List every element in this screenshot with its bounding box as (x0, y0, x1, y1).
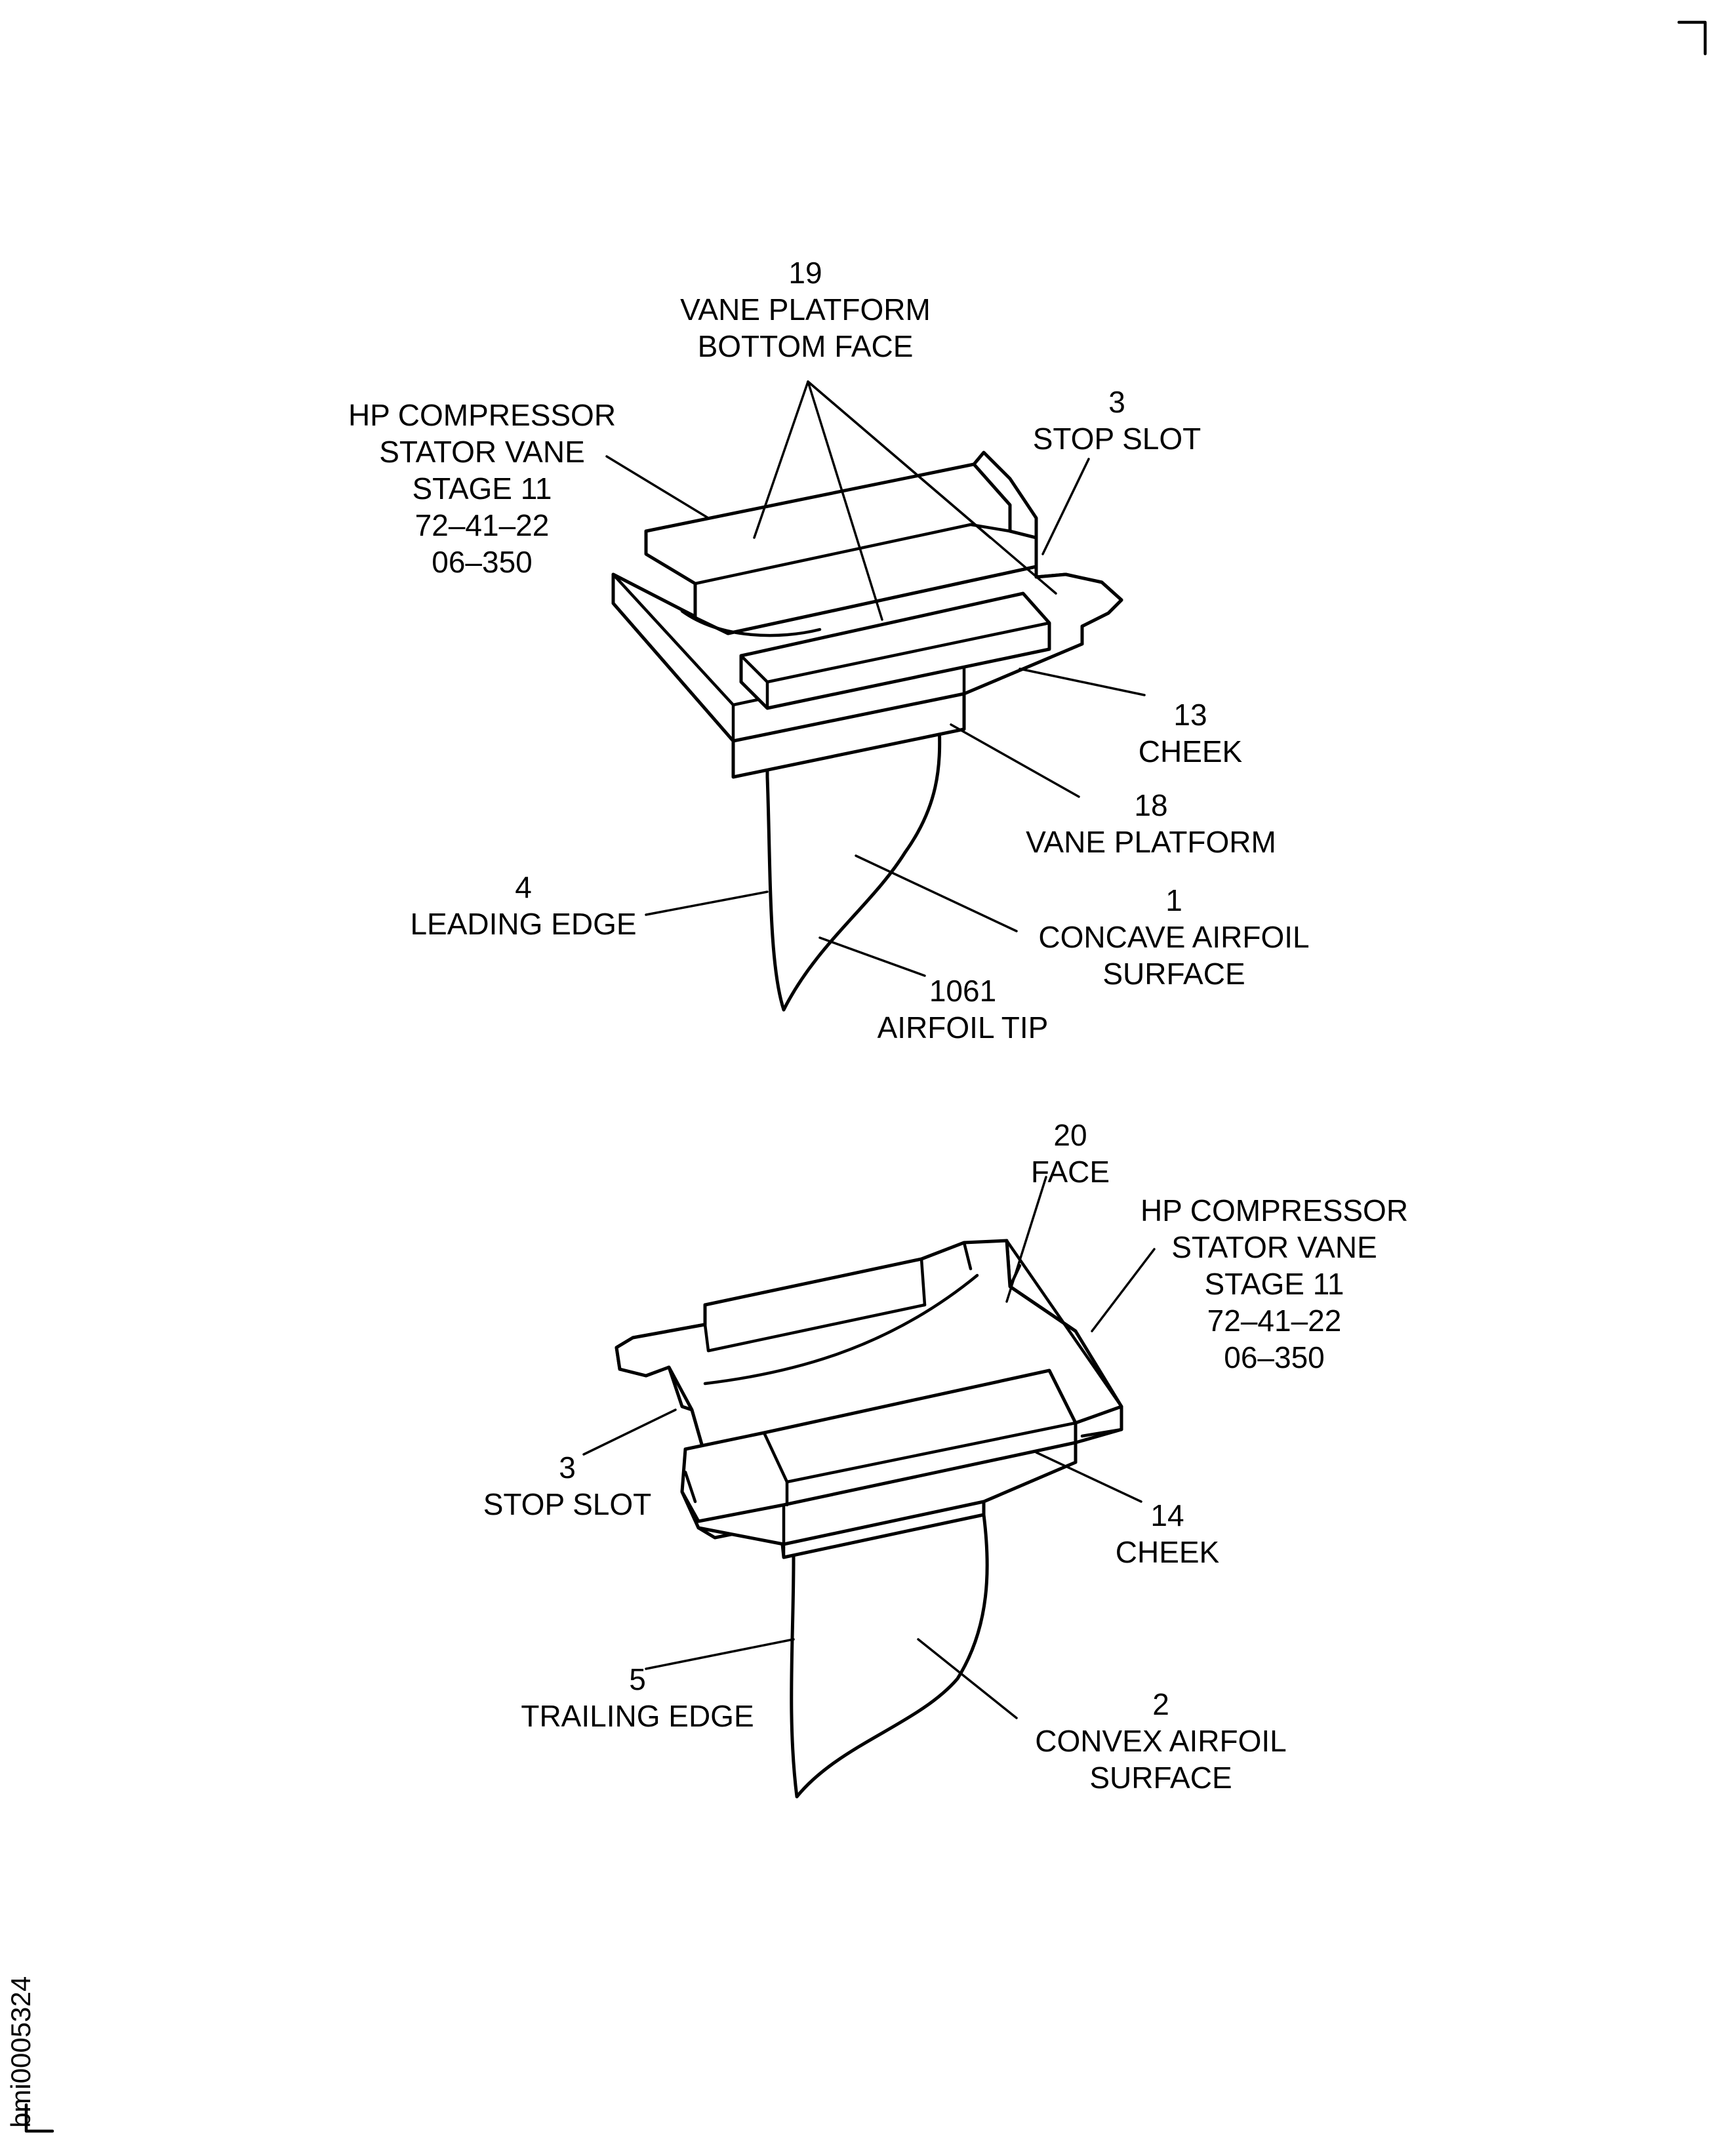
top-platform (611, 450, 1123, 779)
leader-trailing-edge (645, 1638, 795, 1670)
label-leading-edge: 4 LEADING EDGE (410, 870, 637, 941)
label-vane-platform-bottom-face: 19 VANE PLATFORM BOTTOM FACE (680, 256, 931, 363)
label-face-20: 20 FACE (1030, 1118, 1110, 1189)
label-vane-platform: 18 VANE PLATFORM (1026, 788, 1276, 859)
label-bottom-stop-slot: 3 STOP SLOT (483, 1450, 652, 1521)
label-bottom-stator-vane: HP COMPRESSOR STATOR VANE STAGE 11 72–41… (1140, 1193, 1409, 1374)
top-airfoil (765, 723, 942, 1012)
leader-bottom-stator-vane (1091, 1248, 1156, 1332)
label-top-stop-slot: 3 STOP SLOT (1032, 385, 1201, 456)
leader-vane-platform (950, 723, 1080, 798)
top-leader-lines (605, 380, 1146, 977)
leader-bottom-face-4 (807, 380, 1057, 595)
bottom-leader-lines (582, 1176, 1156, 1719)
label-airfoil-tip: 1061 AIRFOIL TIP (877, 974, 1049, 1045)
leader-bottom-face-1 (753, 380, 809, 539)
label-cheek-13: 13 CHEEK (1138, 698, 1243, 769)
leader-face-20 (1005, 1176, 1047, 1303)
label-trailing-edge: 5 TRAILING EDGE (521, 1662, 754, 1733)
corner-mark-bottom-left (24, 2103, 54, 2133)
bottom-airfoil (790, 1513, 989, 1799)
leader-bottom-stop-slot (582, 1408, 677, 1456)
leader-leading-edge (645, 890, 769, 916)
leader-cheek-14 (1035, 1451, 1142, 1503)
leader-concave-surface (855, 854, 1018, 932)
leader-top-stator-vane (605, 455, 710, 519)
leader-airfoil-tip (818, 936, 926, 977)
label-concave-airfoil-surface: 1 CONCAVE AIRFOIL SURFACE (1038, 883, 1310, 991)
figure-id: bmi0005324 (5, 1976, 36, 2128)
leader-bottom-face-2 (807, 380, 883, 621)
corner-mark-top-right (1677, 20, 1707, 56)
label-convex-airfoil-surface: 2 CONVEX AIRFOIL SURFACE (1035, 1687, 1287, 1795)
leader-top-stop-slot (1041, 458, 1090, 555)
label-top-stator-vane: HP COMPRESSOR STATOR VANE STAGE 11 72–41… (348, 398, 616, 579)
leader-convex-surface (917, 1638, 1018, 1719)
label-cheek-14: 14 CHEEK (1115, 1498, 1220, 1569)
leader-cheek-13 (1019, 668, 1146, 696)
bottom-platform (615, 1239, 1123, 1559)
